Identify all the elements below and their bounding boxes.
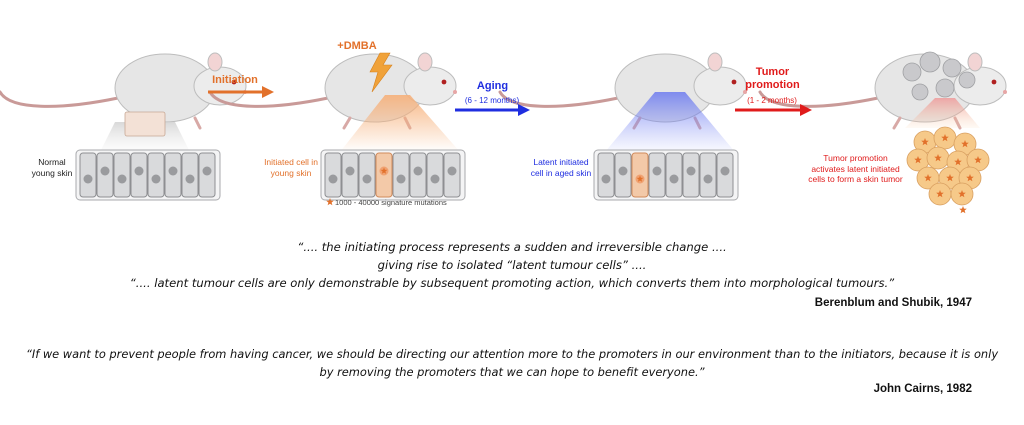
promotion-duration: (1 - 2 months): [747, 96, 797, 105]
latent-cell-label: Latent initiated cell in aged skin: [530, 157, 592, 178]
normal-skin-label: Normal young skin: [31, 157, 73, 178]
initiation-label: Initiation: [212, 74, 258, 86]
tumor-zoom-cone: [905, 98, 980, 128]
tumor-label: Tumor promotion activates latent initiat…: [808, 153, 903, 184]
promotion-arrow: [735, 104, 812, 116]
mouse-aged: [498, 51, 749, 130]
initiated-cell-label: Initiated cell in young skin: [264, 157, 318, 178]
quote1-line2: giving rise to isolated “latent tumour c…: [377, 258, 647, 272]
quote2-line1: “If we want to prevent people from havin…: [25, 347, 999, 361]
quote2-citation: John Cairns, 1982: [873, 383, 972, 395]
skin-layer-normal: [75, 149, 221, 201]
promotion-label-line1: Tumor: [755, 66, 790, 78]
tumor-bumps: [902, 51, 976, 101]
aging-zoom-cone: [605, 92, 735, 152]
lightning-icon: [369, 52, 393, 93]
skin-zoom-cone: [100, 122, 190, 152]
skin-layer-initiated: [320, 149, 466, 201]
mutation-star-icon: [380, 167, 388, 174]
quote1-line1: “.... the initiating process represents …: [297, 240, 727, 254]
aging-label: Aging: [476, 80, 509, 92]
mutation-star-icon: [636, 175, 644, 182]
promotion-label-line2: promotion: [745, 79, 800, 91]
mutation-note: 1000 - 40000 signature mutations: [335, 198, 447, 207]
mutation-star-icon: [326, 198, 334, 206]
aging-duration: (6 - 12 months): [464, 96, 520, 105]
initiation-arrow: [208, 86, 274, 98]
quote1-line3: “.... latent tumour cells are only demon…: [129, 276, 895, 290]
carcinogenesis-diagram: [0, 51, 1009, 214]
aging-arrow: [455, 104, 530, 116]
quote2-line2: by removing the promoters that we can ho…: [319, 365, 705, 379]
initiation-zoom-cone: [340, 95, 460, 152]
skin-layer-aged: [593, 149, 739, 201]
skin-tumor-mass: [906, 126, 990, 214]
dmba-label: +DMBA: [337, 40, 377, 52]
quote1-citation: Berenblum and Shubik, 1947: [814, 297, 972, 309]
